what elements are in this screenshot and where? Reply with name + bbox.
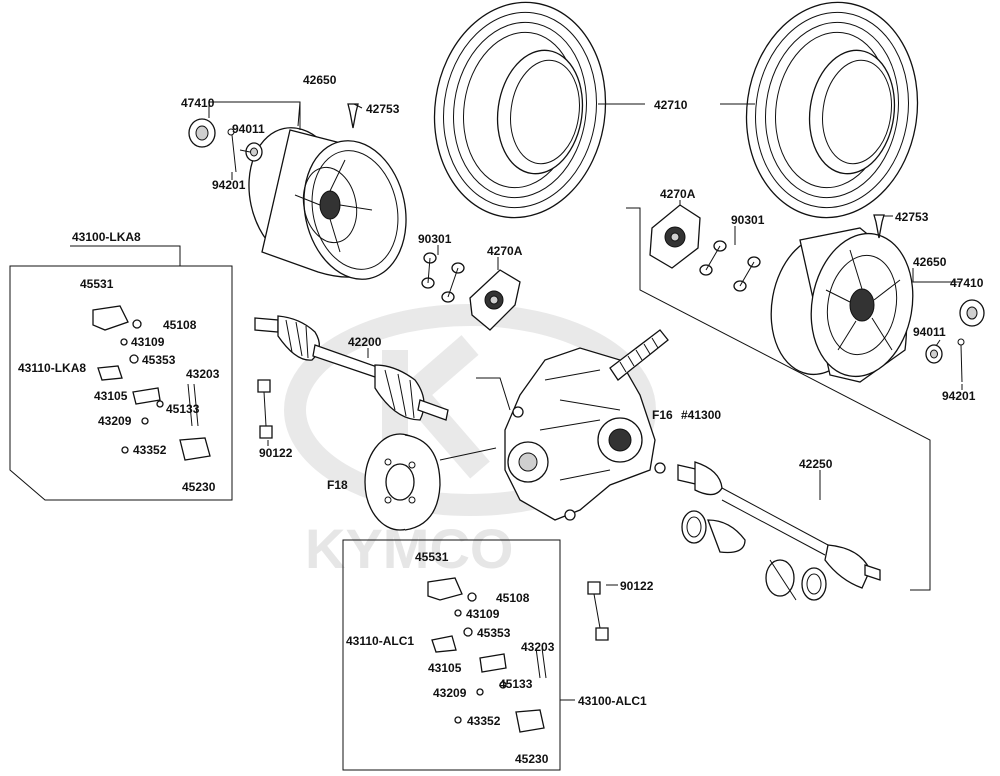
label-41300: #41300: [681, 408, 721, 422]
tire-left: [433, 1, 607, 219]
label-94201-right: 94201: [942, 389, 976, 403]
label-42753-right: 42753: [895, 210, 929, 224]
nut-94011-right: [925, 344, 943, 364]
bolts-90122-right: [587, 581, 609, 641]
label-45531-b: 45531: [415, 550, 449, 564]
label-4270A-right: 4270A: [660, 187, 696, 201]
label-43109-b: 43109: [466, 607, 500, 621]
label-94201-top: 94201: [212, 178, 246, 192]
cotter-pin-94201-right: [957, 338, 965, 383]
hub-flange-4270A-right: [649, 204, 701, 269]
label-f16: F16: [652, 408, 673, 422]
label-43109-a: 43109: [131, 335, 165, 349]
label-43110-lka8: 43110-LKA8: [18, 361, 86, 375]
label-45531-a: 45531: [80, 277, 114, 291]
hub-flange-4270A-left: [469, 269, 521, 331]
label-94011-right: 94011: [913, 325, 946, 339]
label-43105-b: 43105: [428, 661, 462, 675]
label-43209-a: 43209: [98, 414, 132, 428]
label-94011-top: 94011: [232, 122, 265, 136]
label-f18: F18: [327, 478, 348, 492]
drive-shaft-42250: [677, 461, 881, 601]
drive-shaft-42200: [254, 315, 449, 421]
label-45133-a: 45133: [166, 402, 200, 416]
hub-bearing-47410-right: [959, 299, 985, 327]
brake-disc: [364, 433, 441, 531]
label-45108-a: 45108: [163, 318, 197, 332]
label-45230-a: 45230: [182, 480, 216, 494]
caliper-kit-box-alc1: [342, 539, 561, 771]
label-90122-right: 90122: [620, 579, 654, 593]
bolts-90122-left: [257, 379, 273, 439]
label-43352-a: 43352: [133, 443, 167, 457]
label-4270A-left: 4270A: [487, 244, 523, 258]
label-43110-alc1: 43110-ALC1: [346, 634, 414, 648]
label-43100-lka8: 43100-LKA8: [72, 230, 141, 244]
label-90301-right: 90301: [731, 213, 765, 227]
label-90122-left: 90122: [259, 446, 293, 460]
label-47410-right: 47410: [950, 276, 984, 290]
label-45353-a: 45353: [142, 353, 176, 367]
label-43352-b: 43352: [467, 714, 501, 728]
cotter-pin-94201-left: [227, 128, 237, 173]
nut-94011-left: [245, 142, 263, 162]
label-43203-b: 43203: [521, 640, 555, 654]
label-43105-a: 43105: [94, 389, 128, 403]
label-45133-b: 45133: [499, 677, 533, 691]
label-43209-b: 43209: [433, 686, 467, 700]
label-47410-top: 47410: [181, 96, 215, 110]
label-45353-b: 45353: [477, 626, 511, 640]
label-42250: 42250: [799, 457, 833, 471]
label-42650-top: 42650: [303, 73, 337, 87]
valve-42753-right: [873, 214, 885, 239]
differential-housing-41300: [504, 329, 669, 521]
label-42710: 42710: [654, 98, 688, 112]
leader-lines: [70, 101, 963, 701]
label-45230-b: 45230: [515, 752, 549, 766]
caliper-kit-box-lka8: [9, 265, 233, 501]
studs-90301-right: [699, 240, 761, 292]
valve-42753-left: [347, 103, 359, 129]
label-42650-right: 42650: [913, 255, 947, 269]
part-labels: 42650 47410 42753 94011 94201 42710 9030…: [18, 73, 984, 766]
label-43100-alc1: 43100-ALC1: [578, 694, 647, 708]
tire-right: [745, 1, 919, 219]
label-45108-b: 45108: [496, 591, 530, 605]
label-90301-left: 90301: [418, 232, 452, 246]
label-43203-a: 43203: [186, 367, 220, 381]
label-42753-top: 42753: [366, 102, 400, 116]
hub-bearing-47410-left: [188, 118, 216, 148]
wheel-rim-right: [770, 227, 914, 383]
label-42200: 42200: [348, 335, 382, 349]
wheel-rim-left: [248, 127, 407, 280]
studs-90301-left: [421, 252, 465, 303]
